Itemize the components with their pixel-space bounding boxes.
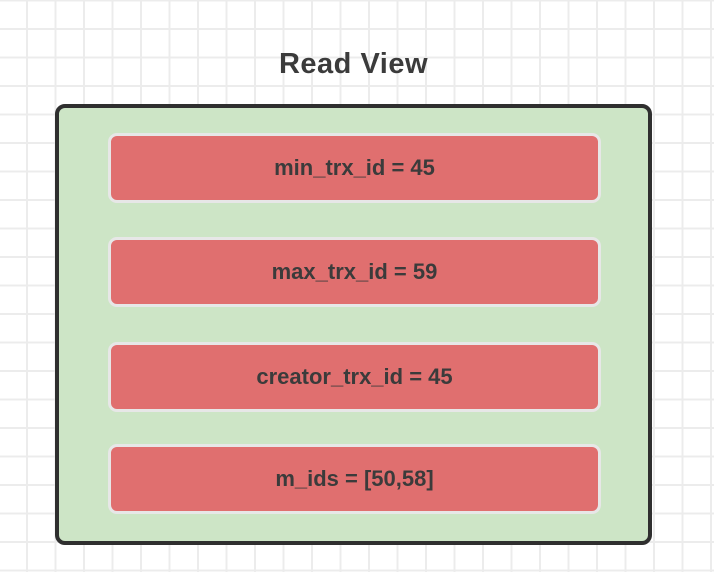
field-box-m-ids: m_ids = [50,58] [108,444,601,514]
field-box-creator-trx-id: creator_trx_id = 45 [108,342,601,412]
diagram-title: Read View [278,48,429,80]
field-label-m-ids: m_ids = [50,58] [275,466,434,491]
field-box-max-trx-id: max_trx_id = 59 [108,237,601,307]
read-view-container: min_trx_id = 45 max_trx_id = 59 creator_… [55,104,652,545]
field-label-min-trx-id: min_trx_id = 45 [274,155,435,180]
field-label-creator-trx-id: creator_trx_id = 45 [256,364,453,389]
field-box-min-trx-id: min_trx_id = 45 [108,133,601,203]
field-label-max-trx-id: max_trx_id = 59 [271,259,438,284]
